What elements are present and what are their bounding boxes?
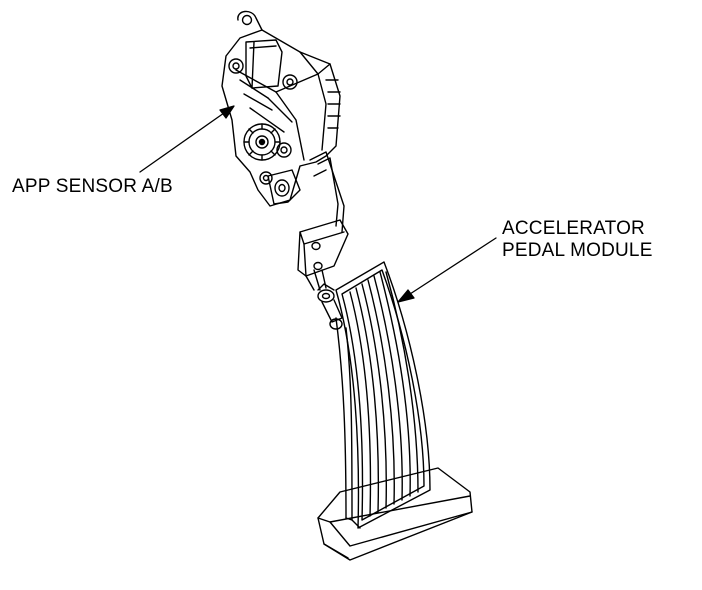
leader-pedal-module — [397, 237, 497, 303]
pedal-pivot-bolt — [313, 269, 343, 330]
sensor-bracket — [297, 219, 349, 291]
leader-app-sensor — [139, 105, 235, 173]
pedal-module-label-line1: ACCELERATOR — [502, 218, 645, 239]
app-sensor-label: APP SENSOR A/B — [12, 176, 173, 197]
sensor-lever — [309, 151, 345, 233]
pedal-module-label-line2: PEDAL MODULE — [502, 240, 653, 261]
pedal-floor-plate — [317, 467, 473, 561]
pedal-module-label: ACCELERATOR PEDAL MODULE — [502, 218, 653, 262]
pedal-pad — [335, 261, 431, 529]
app-sensor-housing — [221, 10, 341, 207]
